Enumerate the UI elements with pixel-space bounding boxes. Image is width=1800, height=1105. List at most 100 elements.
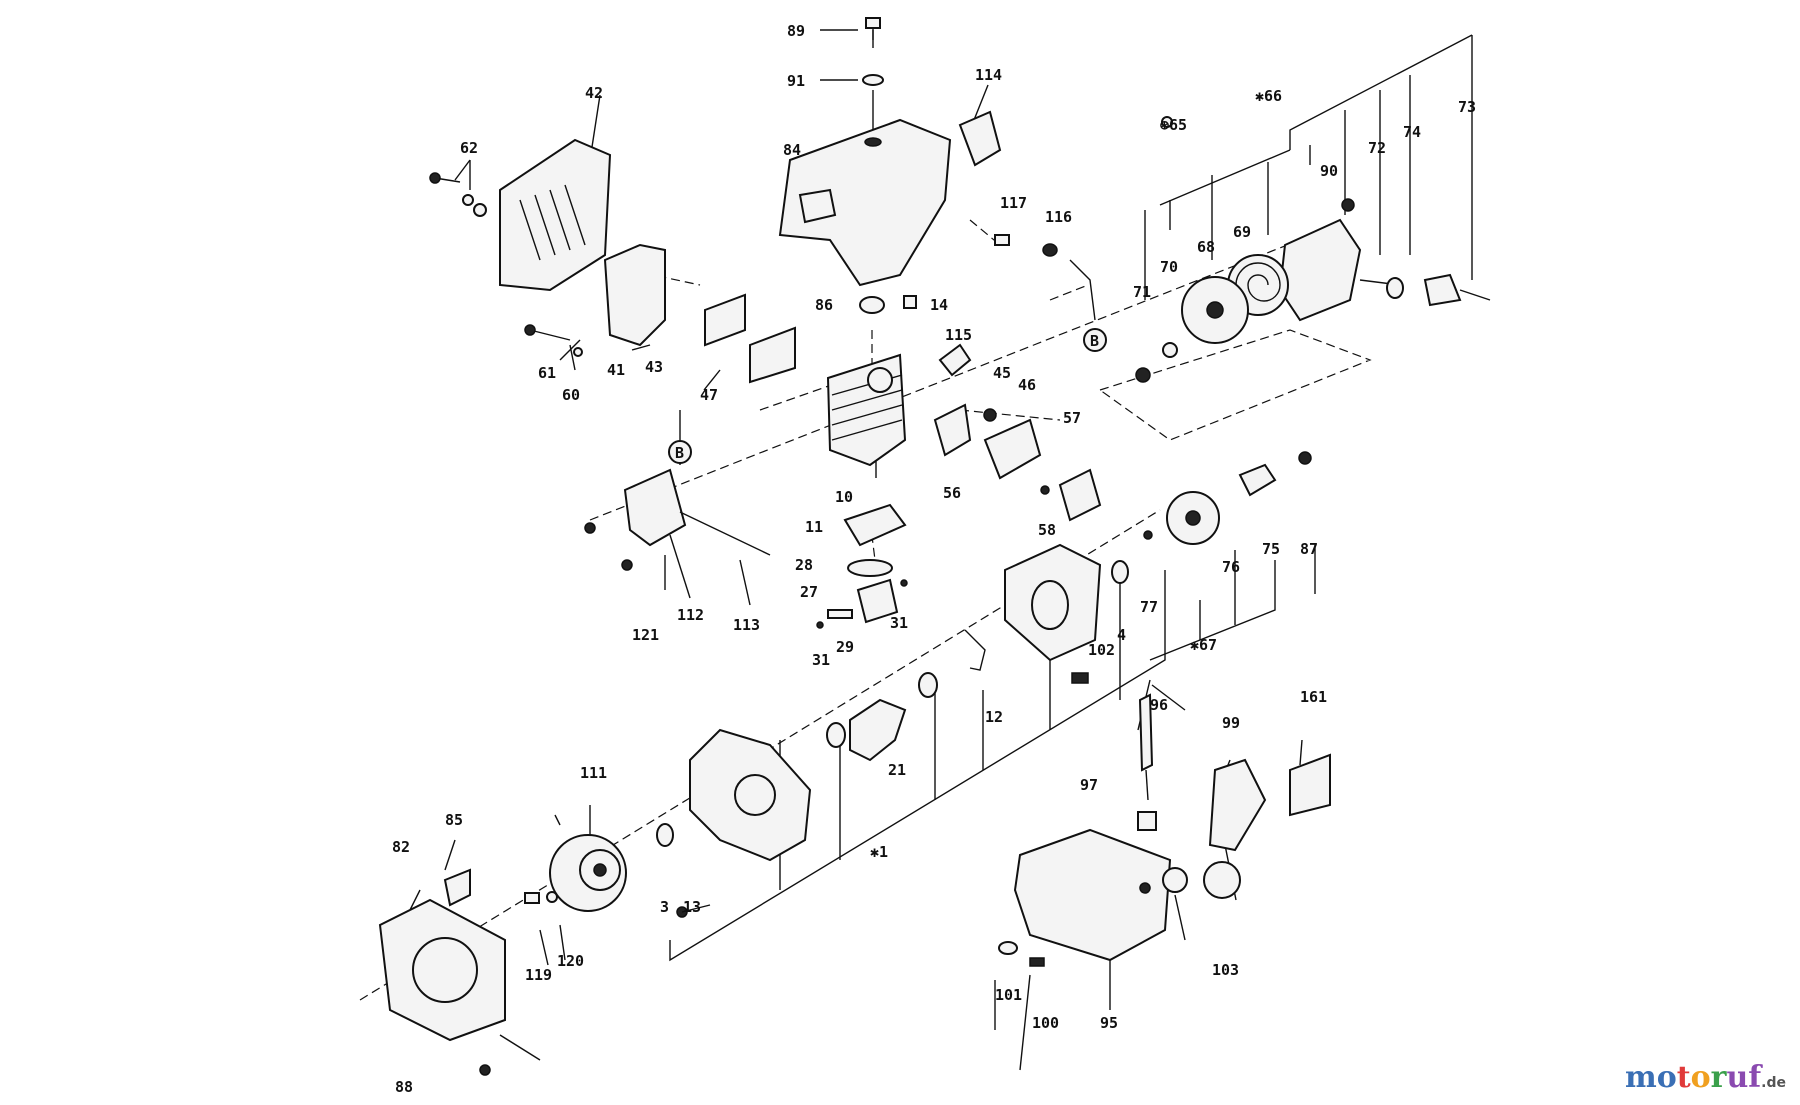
callout-11: 11 bbox=[805, 518, 823, 536]
fuel-tank-95 bbox=[1013, 828, 1172, 962]
callout-103: 103 bbox=[1212, 961, 1239, 979]
screw-90 bbox=[1341, 198, 1355, 212]
callout-120: 120 bbox=[557, 952, 584, 970]
callout-42: 42 bbox=[585, 84, 603, 102]
callout-61: 61 bbox=[538, 364, 556, 382]
screw-71 bbox=[1135, 367, 1151, 383]
part-65-symbol bbox=[1161, 116, 1173, 128]
part-100 bbox=[1029, 957, 1045, 967]
part-101 bbox=[998, 941, 1018, 955]
ring-28 bbox=[847, 559, 893, 577]
callout-14: 14 bbox=[930, 296, 948, 314]
grommet-86 bbox=[859, 296, 885, 314]
engine-cover-84 bbox=[778, 118, 952, 287]
callout-3: 3 bbox=[660, 898, 669, 916]
callout-74: 74 bbox=[1403, 123, 1421, 141]
fitting-116 bbox=[1042, 243, 1058, 257]
screw-89 bbox=[865, 17, 881, 29]
primer-114 bbox=[958, 110, 1002, 167]
callout-13: 13 bbox=[683, 898, 701, 916]
fuel-line-96 bbox=[1138, 693, 1154, 772]
callout-43: 43 bbox=[645, 358, 663, 376]
label-161 bbox=[1289, 753, 1331, 817]
callout-45: 45 bbox=[993, 364, 1011, 382]
callout-121: 121 bbox=[632, 626, 659, 644]
washer-70 bbox=[1162, 342, 1178, 358]
callout-1: ✱1 bbox=[870, 843, 888, 861]
callout-114: 114 bbox=[975, 66, 1002, 84]
part-119 bbox=[524, 892, 540, 904]
callout-labels: 89 91 114 84 42 62 ⊛65 ✱66 73 72 74 90 6… bbox=[392, 22, 1476, 1096]
callout-65: ⊛65 bbox=[1160, 116, 1187, 134]
callout-31-left: 31 bbox=[812, 651, 830, 669]
carburetor-46 bbox=[983, 418, 1042, 480]
callout-95: 95 bbox=[1100, 1014, 1118, 1032]
gasket-11 bbox=[843, 503, 907, 547]
callout-97: 97 bbox=[1080, 776, 1098, 794]
callout-62: 62 bbox=[460, 139, 478, 157]
insulator-56 bbox=[933, 403, 972, 457]
callout-47: 47 bbox=[700, 386, 718, 404]
filter-97 bbox=[1137, 811, 1157, 831]
callout-84: 84 bbox=[783, 141, 801, 159]
callout-99: 99 bbox=[1222, 714, 1240, 732]
callout-10: 10 bbox=[835, 488, 853, 506]
bearing-3 bbox=[656, 823, 674, 847]
part-75 bbox=[1238, 463, 1277, 497]
part-87 bbox=[1298, 451, 1312, 465]
ref-B-bottom bbox=[668, 440, 692, 464]
clip-12 bbox=[964, 629, 986, 671]
callout-31-right: 31 bbox=[890, 614, 908, 632]
callout-28: 28 bbox=[795, 556, 813, 574]
callout-91: 91 bbox=[787, 72, 805, 90]
pin-29 bbox=[827, 609, 853, 619]
callout-60: 60 bbox=[562, 386, 580, 404]
plate-57 bbox=[1058, 468, 1102, 522]
part-99 bbox=[1208, 758, 1267, 852]
part-72 bbox=[1386, 277, 1404, 299]
callout-89: 89 bbox=[787, 22, 805, 40]
callout-21: 21 bbox=[888, 761, 906, 779]
callout-111: 111 bbox=[580, 764, 607, 782]
callout-58: 58 bbox=[1038, 521, 1056, 539]
callout-57: 57 bbox=[1063, 409, 1081, 427]
callout-68: 68 bbox=[1197, 238, 1215, 256]
callout-90: 90 bbox=[1320, 162, 1338, 180]
callout-41: 41 bbox=[607, 361, 625, 379]
washer-77 bbox=[1143, 530, 1153, 540]
callout-119: 119 bbox=[525, 966, 552, 984]
nut-45 bbox=[983, 408, 997, 422]
throttle-112 bbox=[623, 468, 687, 547]
callout-77: 77 bbox=[1140, 598, 1158, 616]
callout-87: 87 bbox=[1300, 540, 1318, 558]
callout-73: 73 bbox=[1458, 98, 1476, 116]
fitting-117 bbox=[994, 234, 1010, 246]
screw-14 bbox=[903, 295, 917, 309]
spark-plug-115 bbox=[938, 343, 972, 377]
callout-67: ✱67 bbox=[1190, 636, 1217, 654]
callout-101: 101 bbox=[995, 986, 1022, 1004]
callout-76: 76 bbox=[1222, 558, 1240, 576]
callout-69: 69 bbox=[1233, 223, 1251, 241]
callout-116: 116 bbox=[1045, 208, 1072, 226]
screw-58 bbox=[1040, 485, 1050, 495]
callout-B-top: B bbox=[1090, 332, 1099, 350]
screw-88 bbox=[479, 1064, 491, 1076]
callout-27: 27 bbox=[800, 583, 818, 601]
gasket-47 bbox=[749, 326, 796, 384]
washer-120 bbox=[546, 891, 558, 903]
crankshaft-21 bbox=[849, 698, 907, 762]
piston-27 bbox=[856, 578, 899, 624]
callout-85: 85 bbox=[445, 811, 463, 829]
callout-70: 70 bbox=[1160, 258, 1178, 276]
callout-66: ✱66 bbox=[1255, 87, 1282, 105]
callout-96: 96 bbox=[1150, 696, 1168, 714]
callout-71: 71 bbox=[1133, 283, 1151, 301]
fuel-cap-103 bbox=[1203, 861, 1241, 899]
washer-91 bbox=[862, 74, 884, 86]
callout-B-bottom: B bbox=[675, 444, 684, 462]
callout-115: 115 bbox=[945, 326, 972, 344]
callout-56: 56 bbox=[943, 484, 961, 502]
